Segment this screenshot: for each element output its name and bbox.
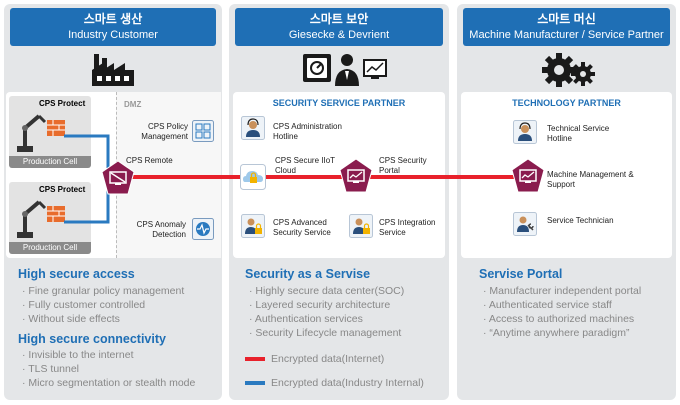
security-bullet-list: Highly secure data center(SOC) Layered s…: [249, 284, 404, 340]
security-bullet: Authentication services: [249, 312, 404, 326]
header-title-en: Giesecke & Devrient: [288, 29, 390, 41]
header-title-ko: 스마트 생산: [83, 12, 143, 26]
high-secure-connectivity-heading: High secure connectivity: [18, 332, 166, 346]
dmz-label: DMZ: [124, 100, 142, 109]
firewall-icon: [47, 206, 65, 222]
gears-icon: [542, 53, 595, 87]
cps-anomaly-label: CPS Anomaly Detection: [136, 220, 186, 239]
legend-internet-label: Encrypted data(Internet): [271, 353, 385, 365]
factory-icon: [92, 54, 134, 86]
access-bullet: Fully customer controlled: [22, 298, 184, 312]
security-bullet: Layered security architecture: [249, 298, 404, 312]
cps-integration-label: CPS Integration Service: [379, 218, 436, 237]
legend-swatch-internal: [245, 381, 265, 385]
connectivity-bullet-list: Invisible to the internet TLS tunnel Mic…: [22, 348, 195, 390]
servise-portal-heading: Servise Portal: [479, 267, 563, 281]
connectivity-bullet: Micro segmentation or stealth mode: [22, 376, 195, 390]
production-cell-label: Production Cell: [9, 242, 91, 254]
security-as-a-service-heading: Security as a Servise: [245, 267, 371, 281]
cps-protect-label: CPS Protect: [39, 185, 86, 194]
header-title-en: Machine Manufacturer / Service Partner: [469, 29, 664, 41]
security-bullet: Highly secure data center(SOC): [249, 284, 404, 298]
firewall-icon: [47, 120, 65, 136]
machine-management-label: Machine Management & Support: [547, 170, 634, 189]
cps-policy-label: CPS Policy Management: [141, 122, 188, 141]
internal-connection-lines: [64, 134, 110, 224]
portal-bullet: Manufacturer independent portal: [483, 284, 641, 298]
connectivity-bullet: Invisible to the internet: [22, 348, 195, 362]
cps-remote-hub-icon: [101, 160, 135, 195]
robot-arm-icon: [17, 114, 47, 152]
security-bullet: Security Lifecycle management: [249, 326, 404, 340]
policy-grid-icon: [192, 120, 214, 142]
machine-management-hub-icon: [511, 158, 545, 193]
lock-person-icon: [241, 214, 265, 238]
production-cell-1: CPS Protect Production Cell: [9, 96, 91, 168]
access-bullet: Fine granular policy management: [22, 284, 184, 298]
high-secure-access-heading: High secure access: [18, 267, 135, 281]
service-technician-label: Service Technician: [547, 216, 614, 225]
cps-security-portal-hub-icon: [339, 158, 373, 193]
portal-bullet: Authenticated service staff: [483, 298, 641, 312]
technician-icon: [513, 212, 537, 236]
anomaly-radar-icon: [192, 218, 214, 240]
legend-internal-label: Encrypted data(Industry Internal): [271, 377, 424, 389]
legend-swatch-internet: [245, 357, 265, 361]
cloud-lock-icon: [240, 164, 266, 190]
integration-person-icon: [349, 214, 373, 238]
industry-customer-header: 스마트 생산 Industry Customer: [10, 8, 216, 46]
connectivity-bullet: TLS tunnel: [22, 362, 195, 376]
technical-hotline-label: Technical Service Hotline: [547, 124, 610, 143]
portal-bullet: “Anytime anywhere paradigm”: [483, 326, 641, 340]
portal-bullet-list: Manufacturer independent portal Authenti…: [483, 284, 641, 340]
cps-remote-label: CPS Remote: [126, 156, 173, 165]
portal-bullet: Access to authorized machines: [483, 312, 641, 326]
cps-protect-label: CPS Protect: [39, 99, 86, 108]
header-title-ko: 스마트 머신: [537, 12, 596, 26]
gd-header: 스마트 보안 Giesecke & Devrient: [235, 8, 443, 46]
robot-arm-icon: [17, 200, 47, 238]
security-partner-title: SECURITY SERVICE PARTNER: [272, 98, 406, 108]
header-title-ko: 스마트 보안: [309, 12, 369, 26]
production-cell-2: CPS Protect Production Cell: [9, 182, 91, 254]
header-title-en: Industry Customer: [68, 29, 158, 41]
hotline-person-icon: [241, 116, 265, 140]
vault-and-person-icon: [303, 54, 387, 86]
machine-manufacturer-panel: 스마트 머신 Machine Manufacturer / Service Pa…: [457, 4, 676, 400]
cps-advanced-label: CPS Advanced Security Service: [273, 218, 331, 237]
technology-partner-box: TECHNOLOGY PARTNER Technical Service Hot…: [461, 92, 672, 258]
technology-partner-title: TECHNOLOGY PARTNER: [512, 98, 621, 108]
cps-administration-label: CPS Administration Hotline: [273, 122, 342, 141]
cps-security-portal-label: CPS Security Portal: [379, 156, 427, 175]
access-bullet: Without side effects: [22, 312, 184, 326]
production-cell-label: Production Cell: [9, 156, 91, 168]
hotline-person-icon: [513, 120, 537, 144]
machine-manufacturer-header: 스마트 머신 Machine Manufacturer / Service Pa…: [463, 8, 670, 46]
access-bullet-list: Fine granular policy management Fully cu…: [22, 284, 184, 326]
cps-secure-cloud-label: CPS Secure IIoT Cloud: [275, 156, 335, 175]
